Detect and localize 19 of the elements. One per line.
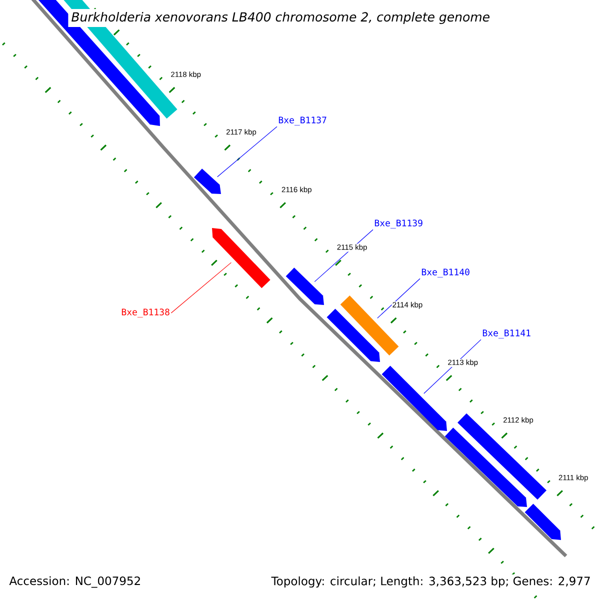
gene-block [382, 366, 447, 431]
footer-text: Topology: circular; Length: 3,363,523 bp; Genes: 2,977 [269, 574, 593, 590]
title: Burkholderia xenovorans LB400 chromosome 2, complete genome [68, 8, 493, 28]
gene-bar [458, 413, 547, 500]
gene-label: Bxe_B1137 [278, 116, 326, 126]
gene-label: Bxe_B1141 [482, 330, 530, 338]
leader-line [170, 262, 232, 314]
leader-line [217, 126, 278, 178]
gene-block [444, 428, 527, 507]
gene-block [326, 308, 380, 362]
gene-block [524, 504, 561, 540]
gene-label: Bxe_B1139 [374, 220, 422, 228]
gene-block [286, 268, 324, 305]
gene-label: Bxe_B1138 [122, 308, 170, 318]
gene-block [212, 228, 270, 288]
footer-text: Accession: NC_007952 [7, 574, 144, 590]
gene-label: Bxe_B1140 [422, 268, 470, 278]
gene-block [194, 168, 221, 194]
leader-line [377, 278, 420, 319]
